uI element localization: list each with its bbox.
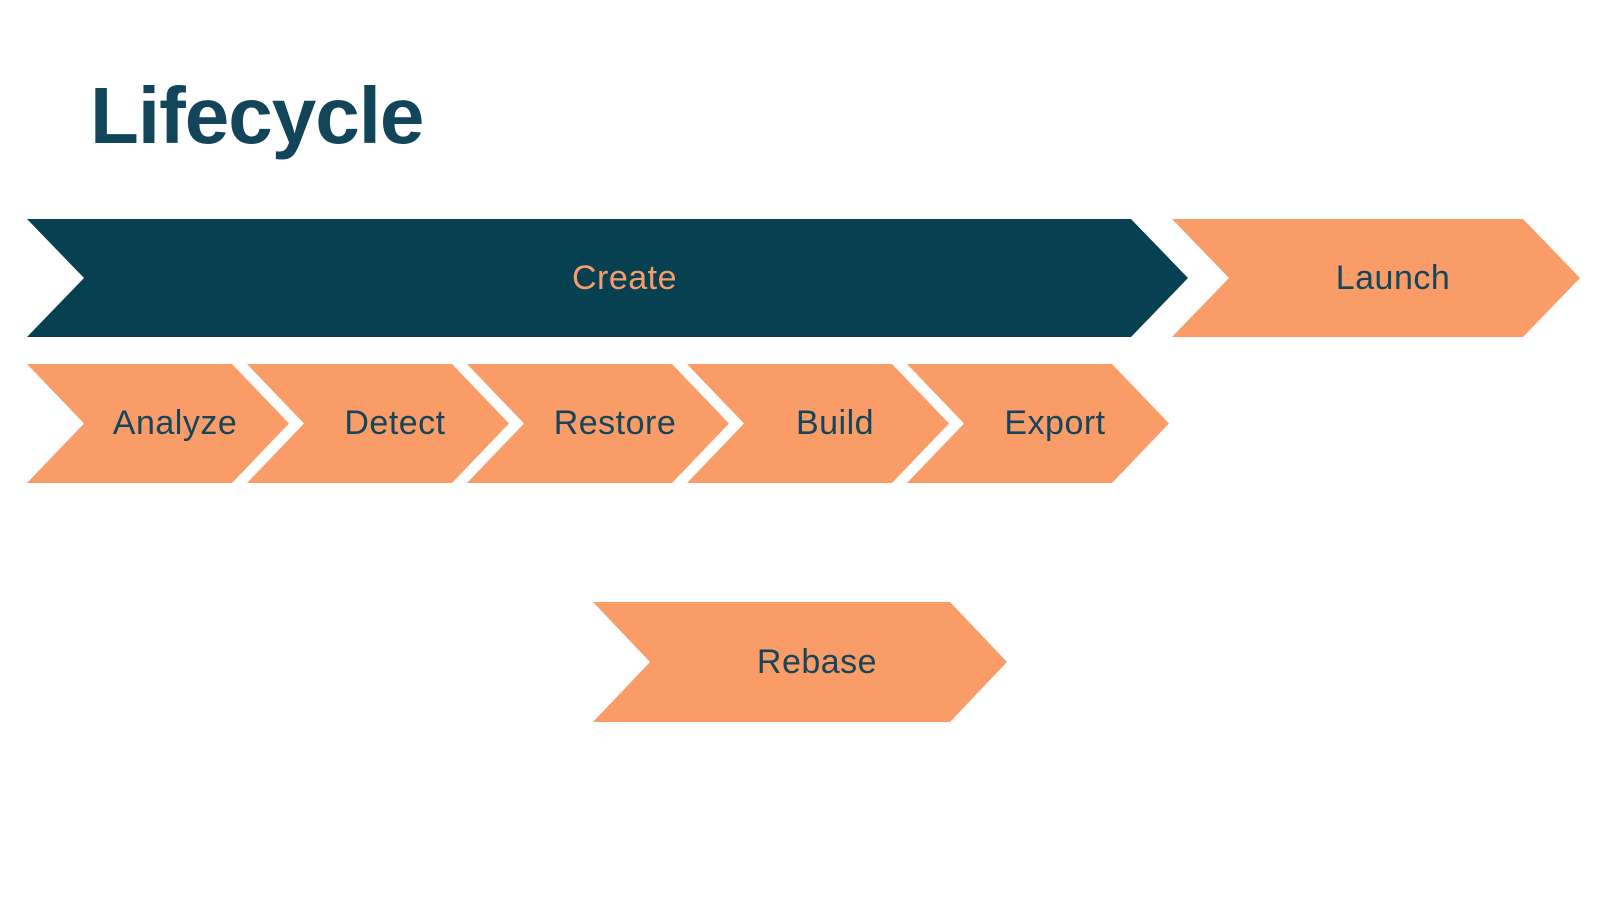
stage-label-export: Export xyxy=(1004,404,1106,442)
stage-label-rebase: Rebase xyxy=(756,642,878,681)
stage-arrow-create: Create xyxy=(27,219,1188,337)
stage-label-detect: Detect xyxy=(344,404,446,442)
stage-label-analyze: Analyze xyxy=(112,404,238,442)
stage-label-restore: Restore xyxy=(553,404,677,442)
stage-label-launch: Launch xyxy=(1335,258,1451,297)
stage-arrow-analyze: Analyze xyxy=(27,364,289,483)
stage-arrow-launch: Launch xyxy=(1172,219,1580,337)
stage-label-build: Build xyxy=(795,404,875,442)
stage-label-create: Create xyxy=(571,258,678,297)
page-title: Lifecycle xyxy=(90,71,424,160)
stage-arrow-export: Export xyxy=(907,364,1169,483)
stage-arrow-rebase: Rebase xyxy=(593,602,1007,722)
